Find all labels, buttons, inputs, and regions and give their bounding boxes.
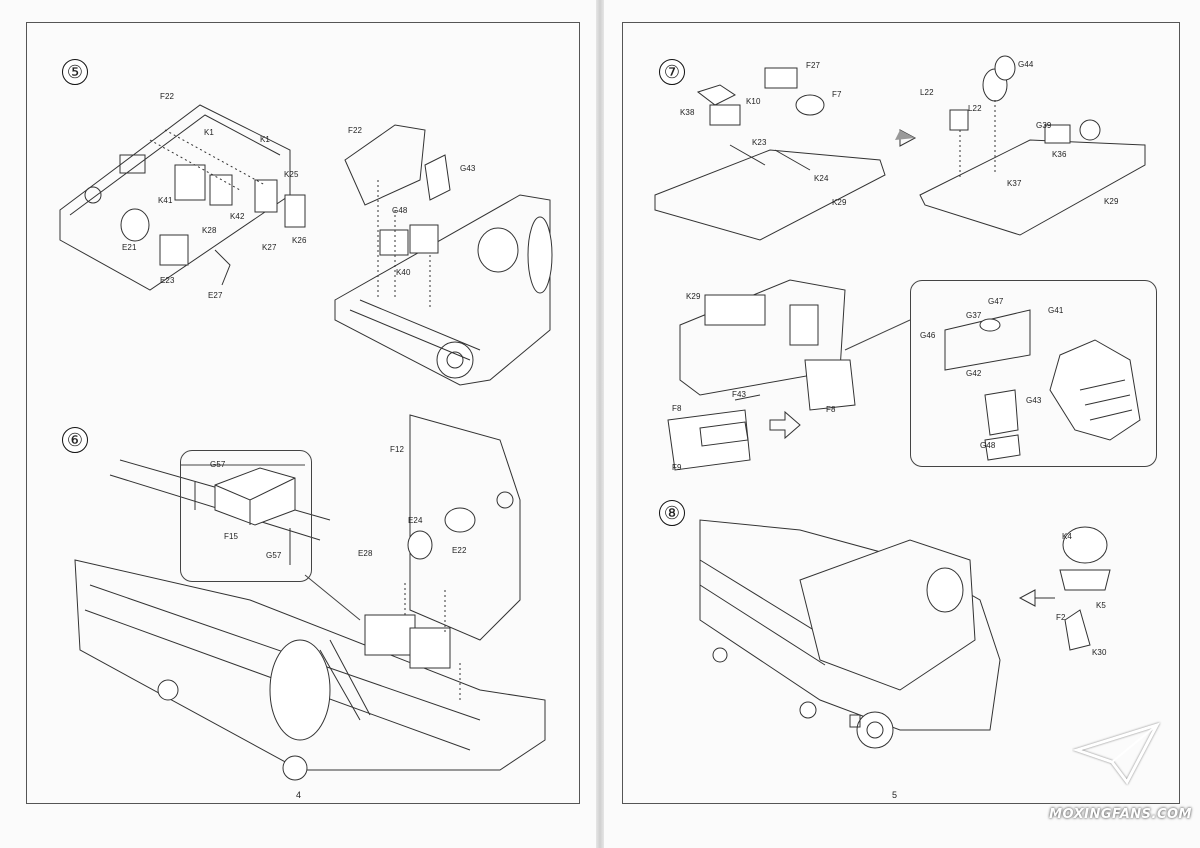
- part-label: K41: [158, 196, 173, 205]
- step6-callout-box: [180, 450, 312, 582]
- part-label: G42: [966, 369, 982, 378]
- part-label: F8: [672, 404, 682, 413]
- step7-callout-box: [910, 280, 1157, 467]
- paper-plane-logo-icon: [1072, 722, 1161, 785]
- part-label: K30: [1092, 648, 1107, 657]
- part-label: G41: [1048, 306, 1064, 315]
- part-label: K38: [680, 108, 695, 117]
- part-label: K29: [832, 198, 847, 207]
- step8-vehicle-drawing: [699, 519, 1111, 749]
- part-label: E27: [208, 291, 223, 300]
- step-number-7: ⑦: [659, 59, 685, 85]
- page-spine: [596, 0, 604, 848]
- part-label: F43: [732, 390, 747, 399]
- watermark-text: MOXINGFANS.COM: [1049, 807, 1192, 822]
- step7-panel-drawing: [667, 279, 911, 471]
- step7-board-drawing: [654, 55, 1146, 241]
- part-label: G39: [1036, 121, 1052, 130]
- part-label: K28: [202, 226, 217, 235]
- part-label: K37: [1007, 179, 1022, 188]
- step5-vehicle-drawing: [334, 124, 553, 386]
- part-label: F9: [672, 463, 682, 472]
- part-label: F7: [832, 90, 842, 99]
- part-label: K29: [686, 292, 701, 301]
- part-label: G48: [980, 441, 996, 450]
- step6-callout-drawing: [180, 464, 361, 621]
- part-label: K36: [1052, 150, 1067, 159]
- part-label: K40: [396, 268, 411, 277]
- part-label: G43: [1026, 396, 1042, 405]
- step7-callout-drawing: [944, 309, 1141, 461]
- part-label: G48: [392, 206, 408, 215]
- part-label: K27: [262, 243, 277, 252]
- part-label: K23: [752, 138, 767, 147]
- part-label: G57: [210, 460, 226, 469]
- part-label: E22: [452, 546, 467, 555]
- part-label: G46: [920, 331, 936, 340]
- part-label: F8: [826, 405, 836, 414]
- step-number-5: ⑤: [62, 59, 88, 85]
- part-label: G57: [266, 551, 282, 560]
- part-label: L22: [968, 104, 982, 113]
- part-label: G47: [988, 297, 1004, 306]
- part-label: G43: [460, 164, 476, 173]
- part-label: K25: [284, 170, 299, 179]
- part-label: K24: [814, 174, 829, 183]
- part-label: K29: [1104, 197, 1119, 206]
- part-label: E24: [408, 516, 423, 525]
- part-label: F2: [1056, 613, 1066, 622]
- part-label: E21: [122, 243, 137, 252]
- part-label: F15: [224, 532, 239, 541]
- left-page-frame: [26, 22, 580, 804]
- part-label: E28: [358, 549, 373, 558]
- part-label: K1: [204, 128, 214, 137]
- step6-vehicle-drawing: [74, 414, 546, 781]
- part-label: G44: [1018, 60, 1034, 69]
- part-label: F22: [160, 92, 175, 101]
- part-label: K1: [260, 135, 270, 144]
- step5-panel-drawing: [59, 104, 306, 291]
- part-label: K10: [746, 97, 761, 106]
- right-page-frame: [622, 22, 1180, 804]
- part-label: K26: [292, 236, 307, 245]
- part-label: K5: [1096, 601, 1106, 610]
- page-number-left: 4: [296, 790, 302, 800]
- part-label: F27: [806, 61, 821, 70]
- part-label: F12: [390, 445, 405, 454]
- step-number-8: ⑧: [659, 500, 685, 526]
- part-label: E23: [160, 276, 175, 285]
- part-label: K4: [1062, 532, 1072, 541]
- part-label: K42: [230, 212, 245, 221]
- part-label: G37: [966, 311, 982, 320]
- part-label: F22: [348, 126, 363, 135]
- step-number-6: ⑥: [62, 427, 88, 453]
- page-number-right: 5: [892, 790, 898, 800]
- part-label: L22: [920, 88, 934, 97]
